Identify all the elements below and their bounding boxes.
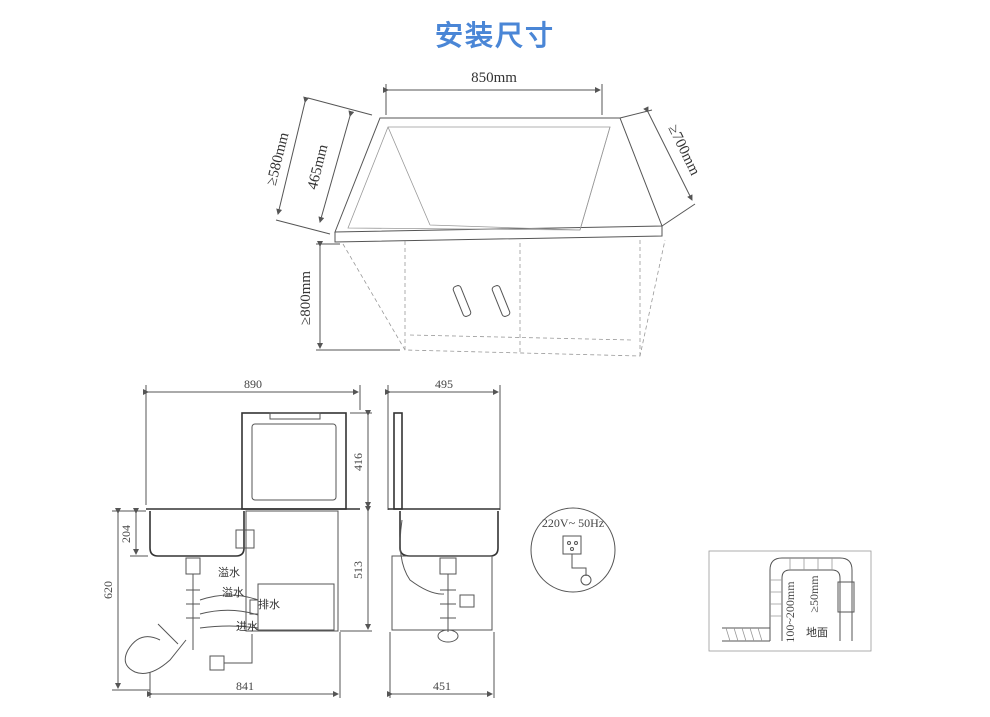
overflow-label-2: 溢水 bbox=[222, 585, 244, 599]
depth-580-label: ≥580mm bbox=[264, 131, 293, 188]
drain-height-detail: 100~200mm ≥50mm 地面 bbox=[708, 550, 872, 652]
front-view: 890 416 204 620 513 bbox=[101, 377, 372, 698]
page-title: 安装尺寸 bbox=[434, 19, 555, 52]
side-width-451-label: 451 bbox=[433, 679, 451, 693]
front-lid-416-label: 416 bbox=[351, 453, 365, 471]
width-850-label: 850mm bbox=[471, 70, 517, 86]
height-800-label: ≥800mm bbox=[298, 271, 314, 325]
overflow-label-1: 溢水 bbox=[218, 565, 240, 579]
cabinet-3d-view: 850mm ≥580mm 465mm ≥700mm ≥800mm bbox=[264, 70, 703, 357]
power-spec-label: 220V~ 50Hz bbox=[542, 516, 604, 530]
front-body-513-label: 513 bbox=[351, 561, 365, 579]
drain-range-label: 100~200mm bbox=[783, 581, 797, 643]
floor-label: 地面 bbox=[806, 626, 828, 639]
depth-700-label: ≥700mm bbox=[665, 122, 703, 178]
front-sink-204-label: 204 bbox=[119, 525, 133, 543]
side-view: 495 451 bbox=[385, 377, 501, 698]
drain-label: 排水 bbox=[258, 597, 280, 611]
side-width-495-label: 495 bbox=[435, 377, 453, 391]
depth-465-label: 465mm bbox=[305, 143, 332, 192]
inlet-label: 进水 bbox=[236, 620, 258, 633]
front-total-620-label: 620 bbox=[101, 581, 115, 599]
front-width-890-label: 890 bbox=[244, 377, 262, 391]
drain-min-height-label: ≥50mm bbox=[807, 575, 821, 613]
power-detail: 220V~ 50Hz bbox=[530, 507, 616, 593]
front-width-841-label: 841 bbox=[236, 679, 254, 693]
